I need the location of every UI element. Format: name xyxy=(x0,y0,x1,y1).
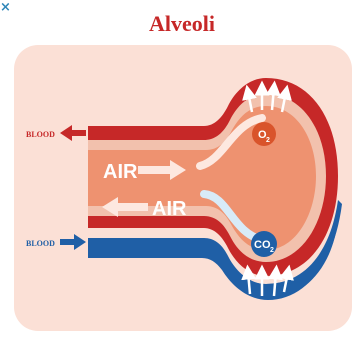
co2-label: CO xyxy=(254,239,271,251)
oxygen-subscript: 2 xyxy=(266,137,270,144)
diagram-title: Alveoli xyxy=(149,11,215,36)
co2-subscript: 2 xyxy=(270,247,274,254)
blood-in-label: BLOOD xyxy=(26,239,55,248)
air-out-label: AIR xyxy=(152,198,187,220)
blood-out-label: BLOOD xyxy=(26,130,55,139)
air-in-label: AIR xyxy=(103,161,138,183)
